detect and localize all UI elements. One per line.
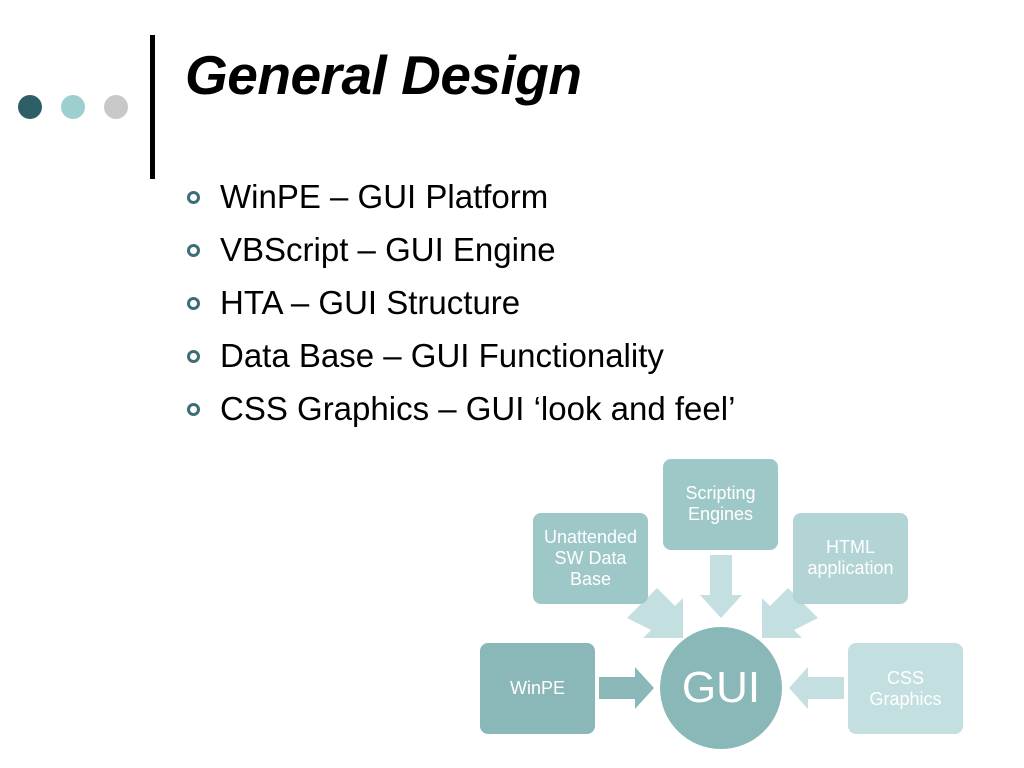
bullet-ring-icon: [187, 403, 200, 416]
bullet-text: WinPE – GUI Platform: [220, 178, 549, 215]
dot-light: [104, 95, 128, 119]
bullet-text: HTA – GUI Structure: [220, 284, 521, 321]
node-unattended-sw-data-base: Unattended SW Data Base: [533, 513, 648, 604]
bullet-ring-icon: [187, 350, 200, 363]
node-label: WinPE: [509, 678, 565, 698]
dot-medium: [61, 95, 85, 119]
arrow-right-icon: [599, 667, 654, 709]
dot-dark: [18, 95, 42, 119]
node-label: Unattended SW Data Base: [543, 527, 638, 589]
bullet-text: CSS Graphics – GUI ‘look and feel’: [220, 390, 736, 427]
node-html-application: HTML application: [793, 513, 908, 604]
arrow-down-icon: [700, 555, 742, 618]
arrow-left-icon: [789, 667, 844, 709]
hub-label: GUI: [681, 663, 761, 712]
node-label: CSS Graphics: [869, 667, 942, 709]
slide-title: General Design: [185, 44, 582, 106]
node-label: Scripting Engines: [685, 483, 756, 524]
hub-gui: GUI: [660, 627, 782, 749]
arrow-diagonal-icon: [762, 588, 818, 638]
node-label: HTML application: [807, 537, 894, 578]
bullet-ring-icon: [187, 244, 200, 257]
bullet-text: Data Base – GUI Functionality: [220, 337, 664, 374]
node-scripting-engines: Scripting Engines: [663, 459, 778, 550]
title-divider: [150, 35, 155, 179]
node-css-graphics: CSS Graphics: [848, 643, 963, 734]
bullet-ring-icon: [187, 297, 200, 310]
bullet-ring-icon: [187, 191, 200, 204]
bullet-text: VBScript – GUI Engine: [220, 231, 556, 268]
node-winpe: WinPE: [480, 643, 595, 734]
arrow-diagonal-icon: [627, 588, 683, 638]
